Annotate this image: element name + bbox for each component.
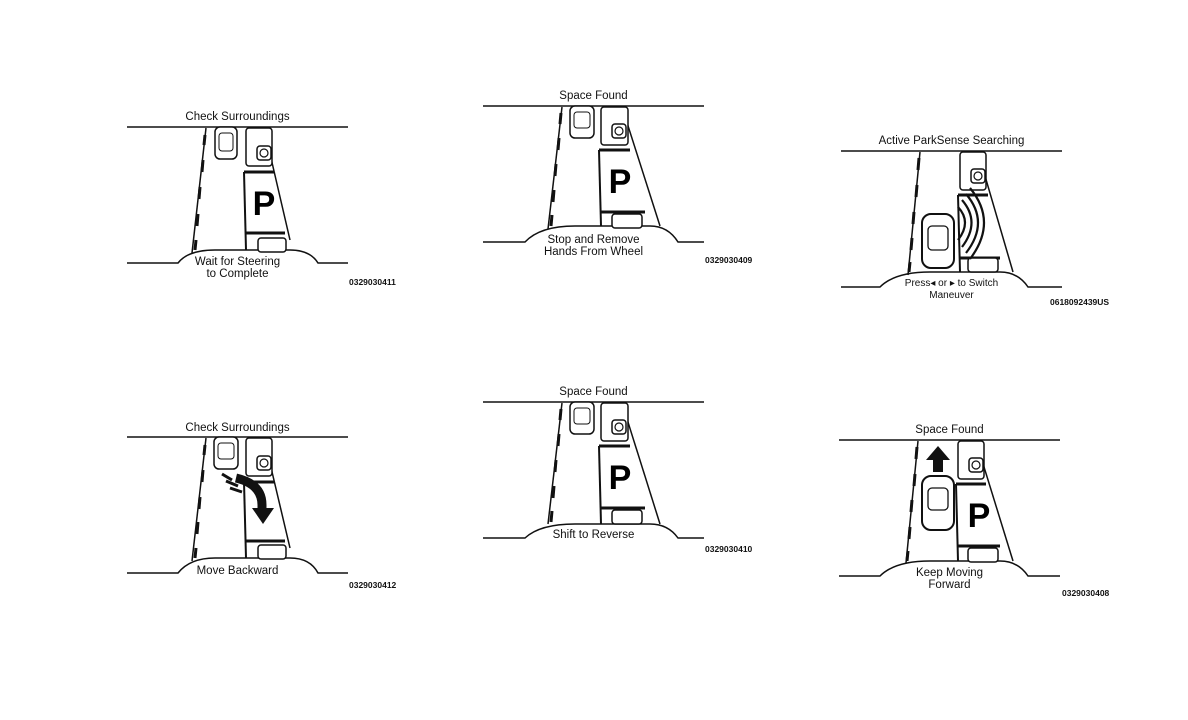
road-scene: P [483,105,704,243]
panel-caption: Shift to Reverse [552,529,635,541]
parked-car-icon [257,237,287,253]
panel-caption: Move Backward [196,565,279,577]
road-scene: P [483,401,704,539]
sensor-waves-icon [957,187,986,260]
road-scene: P [839,439,1060,577]
parking-sign: P [609,459,632,497]
figure-code: 0329030410 [705,544,753,554]
panel-title: Active ParkSense Searching [878,135,1025,147]
car-icon [921,475,955,531]
figure-code: 0329030411 [349,277,396,287]
car-icon [921,213,955,269]
panel-title: Check Surroundings [185,422,290,434]
panel-title: Space Found [559,386,628,398]
road-scene: P [127,126,348,264]
figure-code: 0329030412 [349,580,397,590]
panel-space-found-reverse: P Space Found Shift to Reverse 032903041… [483,386,753,554]
figure-code: 0329030408 [1062,588,1110,598]
parking-sign: P [253,185,276,223]
panel-title: Space Found [559,90,628,102]
figure-code: 0329030409 [705,255,753,265]
road-scene [841,150,1062,288]
forward-arrow-icon [926,446,950,472]
parking-sign: P [609,163,632,201]
reverse-arrow-icon [221,472,274,524]
figure-code: 0618092439US [1050,297,1110,307]
panel-title: Space Found [915,424,984,436]
parking-sign: P [968,497,991,535]
road-scene [127,436,348,574]
panel-active-parksense: Active ParkSense Searching Press◂ or ▸ t… [0,0,1188,320]
panel-title: Check Surroundings [185,111,290,123]
panel-check-surroundings-backward: Check Surroundings Move Backward 0329030… [0,0,400,600]
